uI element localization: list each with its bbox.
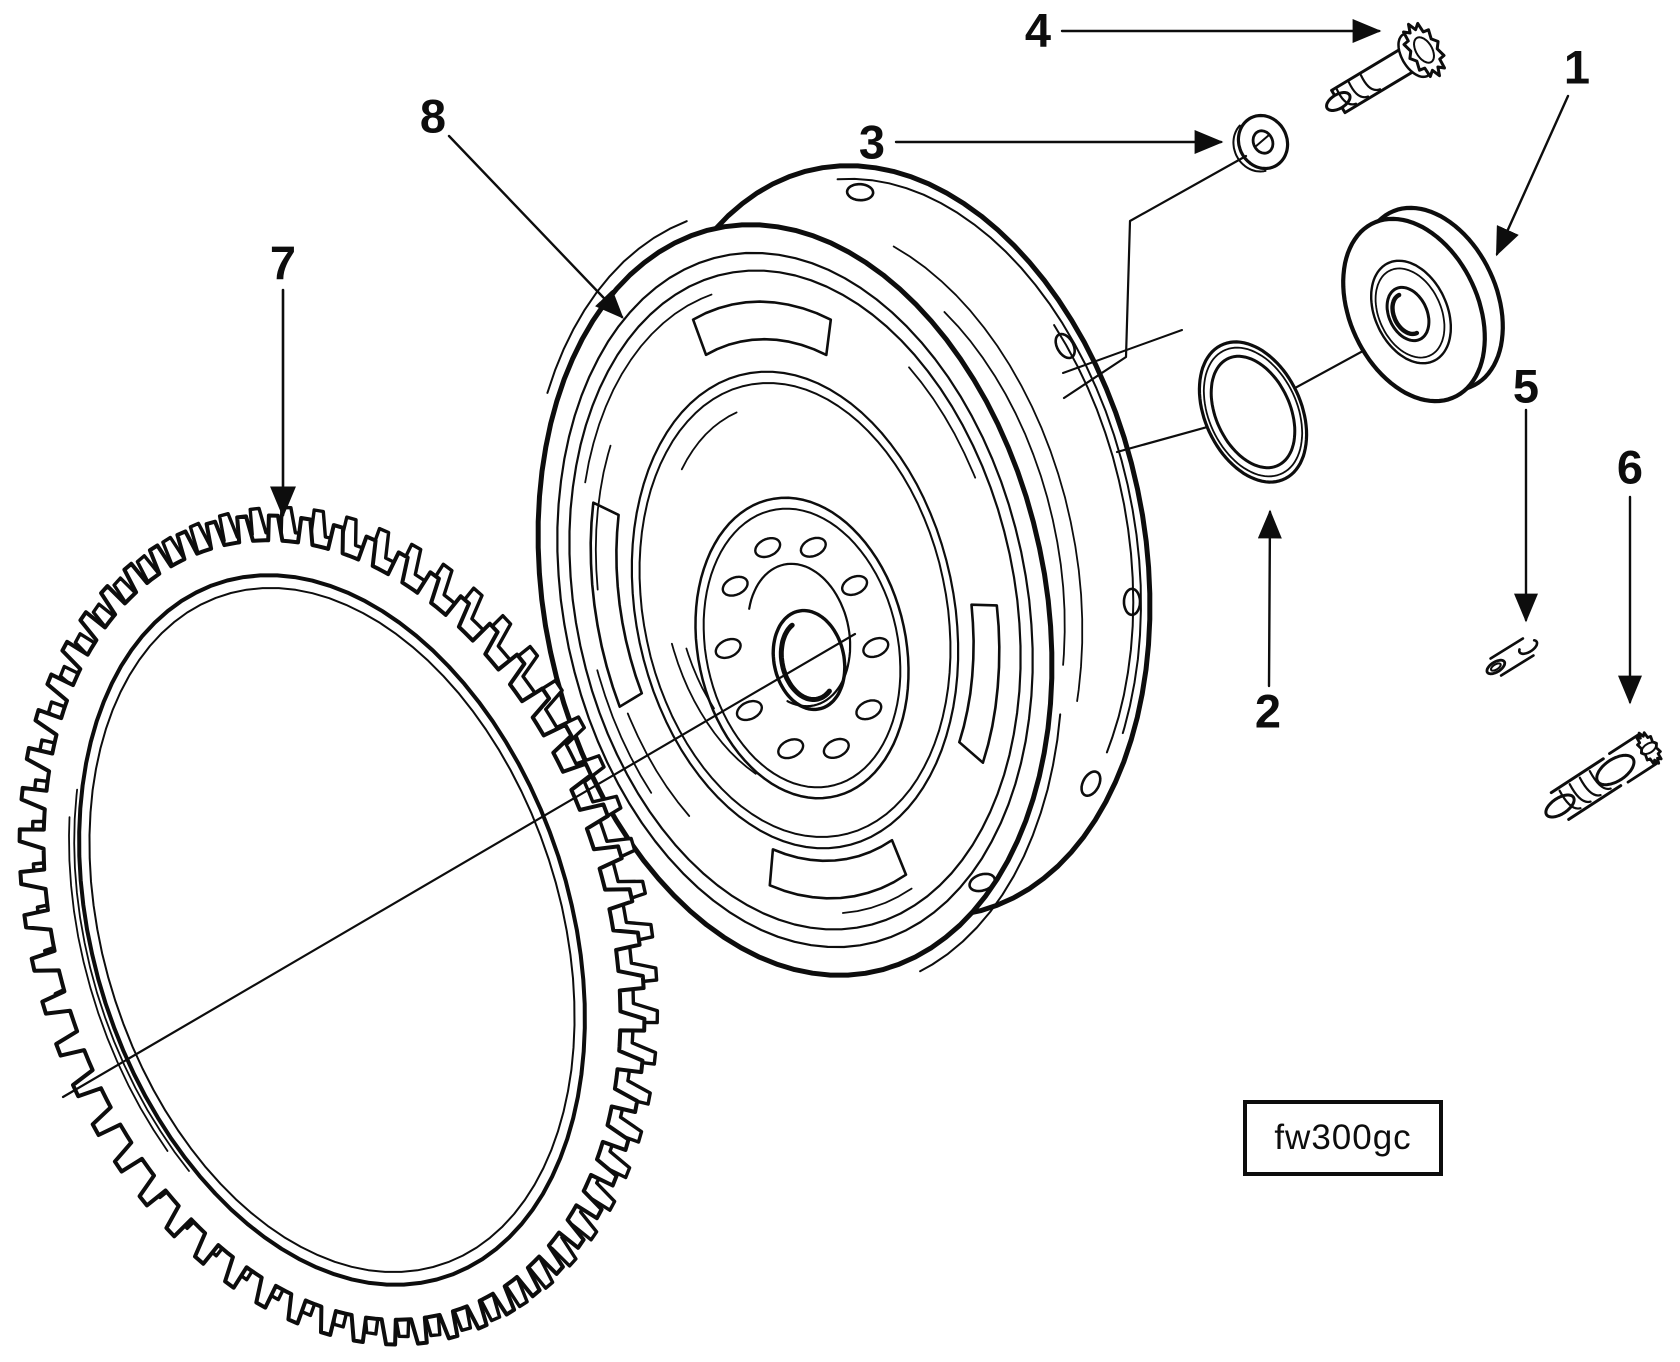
callout-leader-lines: [270, 19, 1642, 705]
friction-face-ring-inner: [568, 269, 1022, 931]
ring-gear: [17, 505, 660, 1347]
pilot-bearing: [1341, 205, 1505, 404]
pin-open-end: [1485, 658, 1507, 676]
friction-face-ring-outer: [556, 251, 1034, 949]
flywheel: [535, 163, 1183, 978]
dowel-pin: [1485, 637, 1539, 677]
part-label-1: 1: [1563, 40, 1591, 94]
leader-arrow-1: [1495, 94, 1570, 257]
figure-code-box: fw300gc: [1243, 1100, 1443, 1176]
ring-gear-inner-rim: [77, 573, 587, 1287]
bearing-race-ring: [1370, 259, 1452, 365]
washer-thickness-edge: [1232, 124, 1267, 173]
washer-hole-highlight: [1254, 134, 1270, 148]
part-label-8: 8: [419, 89, 447, 143]
rim-flat-edge-line: [1062, 329, 1183, 374]
bolt: [1325, 22, 1446, 115]
stud-shaft: [1549, 757, 1623, 821]
o-ring-outer: [1197, 340, 1309, 484]
washer-reference-line: [1062, 154, 1248, 400]
part-label-2: 2: [1254, 684, 1282, 738]
stud-spline-body: [1608, 732, 1660, 784]
stud-spline-end: [1635, 731, 1663, 766]
clutch-slot: [589, 501, 644, 708]
bearing-front-face: [1341, 216, 1487, 404]
clutch-slot: [958, 603, 1001, 764]
part-label-3: 3: [858, 115, 886, 169]
clutch-slot: [768, 838, 908, 900]
hub-circle: [694, 496, 910, 800]
part-label-7: 7: [269, 236, 297, 290]
pilot-counterbore: [748, 562, 852, 708]
crankshaft-center-hole: [771, 608, 847, 712]
stud-collar: [1595, 753, 1636, 787]
pin-sides: [1489, 637, 1535, 677]
figure-code-text: fw300gc: [1274, 1118, 1412, 1157]
clutch-slot: [691, 300, 833, 357]
splined-stud: [1544, 731, 1663, 821]
part-label-6: 6: [1616, 440, 1644, 494]
washer: [1232, 113, 1290, 173]
o-ring-inner: [1209, 354, 1297, 470]
bolt-12pt-head: [1402, 22, 1446, 78]
leader-arrow-2: [1257, 509, 1282, 688]
leader-arrow-8: [447, 134, 624, 319]
part-label-5: 5: [1512, 359, 1540, 413]
washer-outer: [1236, 113, 1290, 171]
bearing-bore: [1385, 285, 1431, 343]
washer-hole: [1251, 129, 1275, 155]
axis-line-gear-to-flywheel: [61, 632, 857, 1099]
part-label-4: 4: [1024, 3, 1052, 57]
o-ring: [1197, 340, 1309, 484]
